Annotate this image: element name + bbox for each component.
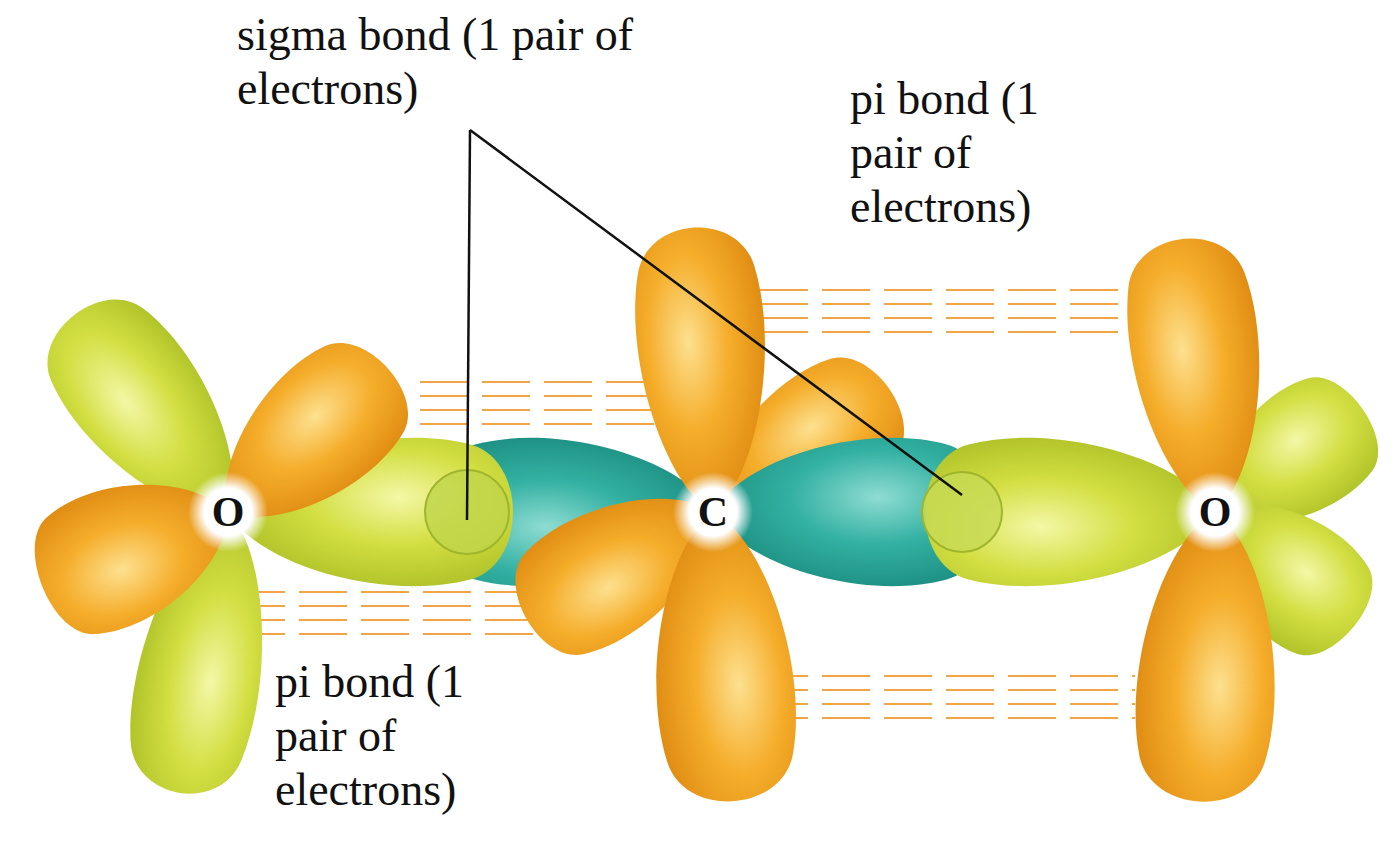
- sigma-overlap: [425, 470, 1002, 554]
- p-orbital-lobes: [17, 223, 1284, 806]
- atom-symbol: O: [212, 491, 245, 533]
- atom-symbol: O: [1199, 491, 1232, 533]
- callout-label: pi bond (1 pair of electrons): [850, 72, 1095, 234]
- atom-symbol: C: [698, 491, 728, 533]
- nucleus-glow: [188, 472, 1255, 552]
- callout-label: pi bond (1 pair of electrons): [275, 655, 520, 817]
- callout-label: sigma bond (1 pair of electrons): [237, 8, 727, 116]
